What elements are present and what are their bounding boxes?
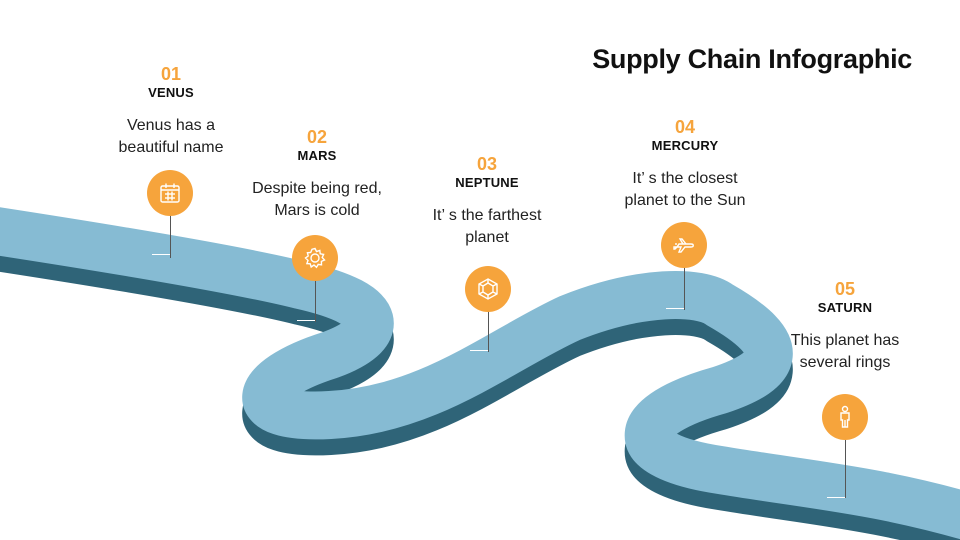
calendar-icon bbox=[147, 170, 193, 216]
milestone-name: MARS bbox=[297, 148, 337, 163]
gear-icon bbox=[292, 235, 338, 281]
description-line: planet to the Sun bbox=[624, 192, 746, 209]
milestone-name: MERCURY bbox=[651, 138, 719, 153]
road-top bbox=[0, 207, 960, 540]
description-line: beautiful name bbox=[118, 139, 224, 156]
milestone-mercury: 04 MERCURY It’ s the closest planet to t… bbox=[585, 117, 785, 212]
description-line: planet bbox=[465, 229, 509, 246]
page-title: Supply Chain Infographic bbox=[592, 44, 912, 74]
milestone-name: SATURN bbox=[817, 300, 873, 315]
milestone-description: Despite being red, Mars is cold bbox=[217, 178, 417, 222]
description-line: This planet has bbox=[790, 332, 900, 349]
milestone-number: 04 bbox=[674, 117, 696, 137]
pin-base bbox=[470, 350, 488, 351]
milestone-description: It’ s the closest planet to the Sun bbox=[585, 168, 785, 212]
description-line: Mars is cold bbox=[274, 202, 360, 219]
milestone-venus: 01 VENUS Venus has a beautiful name bbox=[71, 64, 271, 159]
pin-line bbox=[845, 440, 846, 498]
description-line: Venus has a bbox=[126, 117, 216, 134]
pin-base bbox=[152, 254, 170, 255]
pin-base bbox=[666, 308, 684, 309]
description-line: It’ s the closest bbox=[632, 170, 738, 187]
description-line: several rings bbox=[799, 354, 891, 371]
milestone-number: 02 bbox=[306, 127, 328, 147]
cube-icon bbox=[465, 266, 511, 312]
milestone-number: 01 bbox=[160, 64, 182, 84]
milestone-number: 05 bbox=[834, 279, 856, 299]
pin-line bbox=[684, 266, 685, 310]
airplane-icon bbox=[661, 222, 707, 268]
pin-base bbox=[827, 497, 845, 498]
pin-base bbox=[297, 320, 315, 321]
milestone-mars: 02 MARS Despite being red, Mars is cold bbox=[217, 127, 417, 222]
milestone-description: This planet has several rings bbox=[745, 330, 945, 374]
pin-line bbox=[315, 280, 316, 322]
milestone-description: Venus has a beautiful name bbox=[71, 115, 271, 159]
milestone-saturn: 05 SATURN This planet has several rings bbox=[745, 279, 945, 374]
milestone-description: It’ s the farthest planet bbox=[387, 205, 587, 249]
pin-line bbox=[488, 310, 489, 352]
milestone-number: 03 bbox=[476, 154, 498, 174]
description-line: Despite being red, bbox=[252, 180, 382, 197]
milestone-name: NEPTUNE bbox=[455, 175, 519, 190]
pin-line bbox=[170, 214, 171, 258]
person-icon bbox=[822, 394, 868, 440]
description-line: It’ s the farthest bbox=[432, 207, 542, 224]
milestone-name: VENUS bbox=[148, 85, 194, 100]
milestone-neptune: 03 NEPTUNE It’ s the farthest planet bbox=[387, 154, 587, 249]
